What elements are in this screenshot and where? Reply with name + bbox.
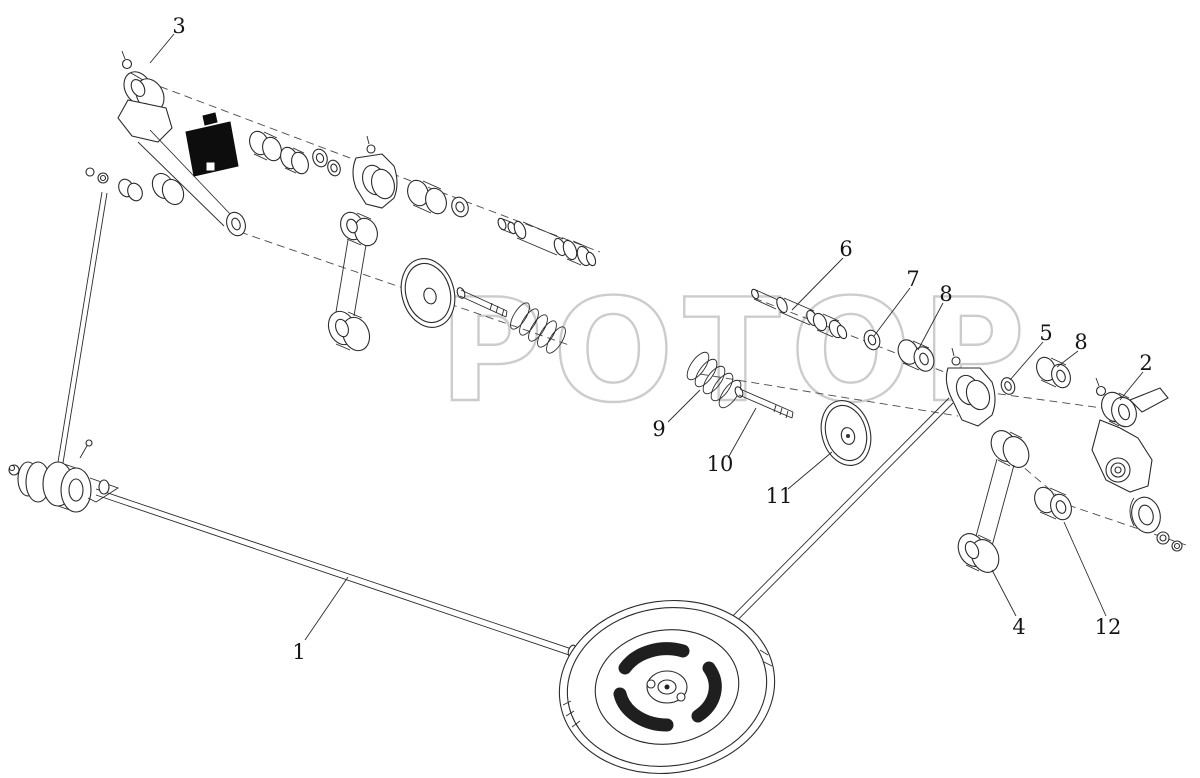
disc-washer-left [400,258,456,328]
fork-joint-right [945,347,996,427]
callout-10: 10 [707,452,734,476]
disc-washer-part-11 [820,400,872,466]
wheel-pulley [558,599,776,775]
callout-9: 9 [652,417,665,441]
callout-12: 12 [1095,615,1122,639]
pin-part-6 [751,288,848,340]
bushing-part-8-left [897,339,935,372]
callout-labels: 3 1 6 7 8 9 10 11 5 8 2 4 12 [172,14,1152,664]
bushing-pair-top [249,130,309,175]
washer-pair-top [312,148,341,177]
callout-8-left: 8 [939,282,952,306]
right-tie-rod [698,397,954,656]
callout-3: 3 [172,14,185,38]
link-rod-part-4 [957,430,1030,573]
part-2-bracket-assembly [1091,377,1183,552]
callout-8-right: 8 [1074,330,1087,354]
stepped-pin-top [497,217,597,267]
left-tie-rod [57,191,108,464]
bushing-part-12 [1034,486,1072,521]
washer-mid [451,196,469,218]
clamp-fork-top [352,135,398,209]
part-1-axle-shaft [95,488,650,683]
bolt-left [456,287,508,318]
link-rod-left [327,211,378,352]
washer-part-7 [863,329,881,351]
callout-5: 5 [1039,321,1052,345]
mount-plate [185,112,239,177]
callout-4: 4 [1012,615,1025,639]
part-3-bracket-assembly [85,50,246,237]
left-hub-assembly [8,439,120,513]
bushing-part-8-right [1036,356,1071,389]
callout-leader-lines [149,33,1144,641]
spring-left [510,302,566,354]
spring-part-9 [686,351,742,409]
bolt-part-10 [734,386,794,419]
bushing-mid [407,179,447,215]
callout-2: 2 [1139,351,1152,375]
callout-7: 7 [906,267,919,291]
callout-1: 1 [292,640,305,664]
callout-6: 6 [839,237,852,261]
callout-11: 11 [766,484,793,508]
ring-part-5 [1000,377,1016,395]
